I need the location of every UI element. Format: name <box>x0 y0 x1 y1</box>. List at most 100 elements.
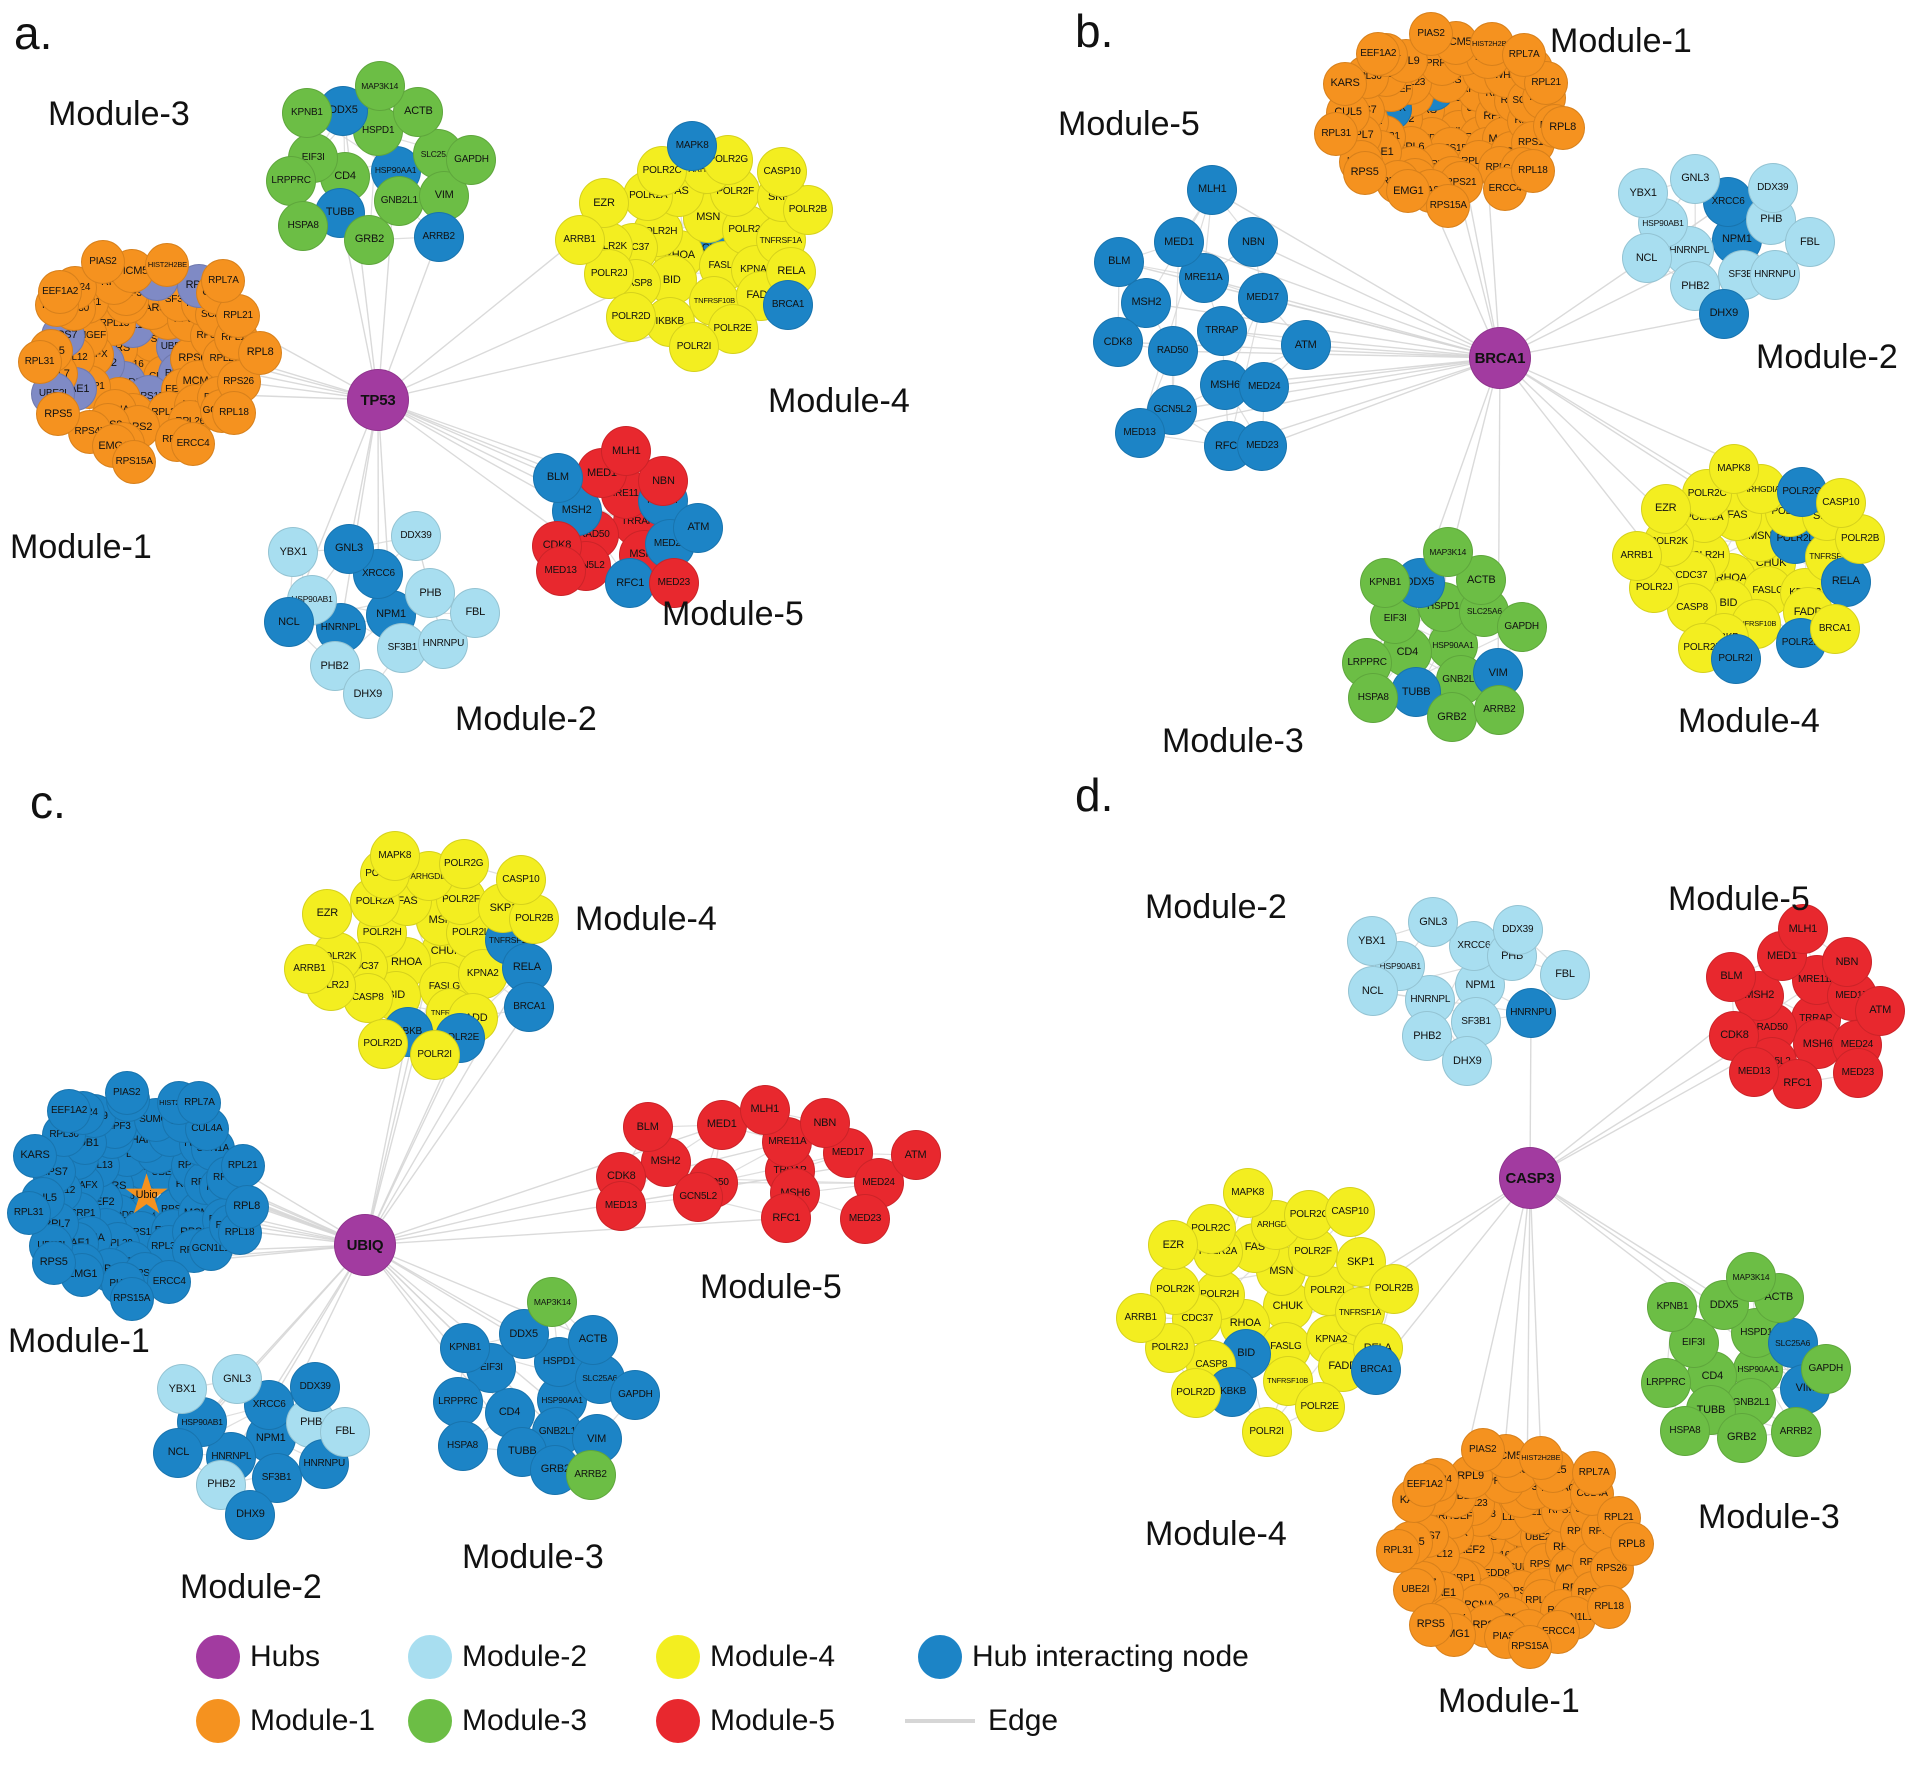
node-nbn: NBN <box>1821 937 1872 988</box>
node-xrcc6: XRCC6 <box>1703 176 1754 227</box>
node-fbl: FBL <box>1540 949 1591 1000</box>
legend-label: Hubs <box>250 1640 321 1673</box>
node-pias2: PIAS2 <box>1460 1428 1505 1473</box>
node-rpl18: RPL18 <box>1510 148 1555 193</box>
edge <box>1375 1177 1531 1371</box>
node-rpl8: RPL8 <box>224 1184 269 1229</box>
edge <box>339 399 379 629</box>
hub-node-brca1: BRCA1 <box>1469 327 1531 389</box>
node-polr2e: POLR2E <box>1294 1381 1345 1432</box>
module-label: Module-4 <box>768 382 910 420</box>
module-label: Module-5 <box>1668 880 1810 918</box>
node-kars: KARS <box>13 1133 57 1178</box>
node-kpnb1: KPNB1 <box>281 87 332 138</box>
module-label: Module-4 <box>1678 702 1820 740</box>
node-lrpprc: LRPPRC <box>1640 1358 1691 1409</box>
legend-label: Module-4 <box>710 1640 836 1673</box>
node-arrb2: ARRB2 <box>1474 684 1525 735</box>
node-med1: MED1 <box>1154 217 1205 268</box>
node-rfc1: RFC1 <box>761 1193 812 1244</box>
node-mlh1: MLH1 <box>739 1084 790 1135</box>
node-hist2h2be: HIST2H2BE <box>1518 1435 1563 1480</box>
module-label: Module-1 <box>1438 1682 1580 1720</box>
node-dhx9: DHX9 <box>1698 288 1749 339</box>
node-rpl8: RPL8 <box>238 330 283 375</box>
module-label: Module-3 <box>48 95 190 133</box>
node-rpl31: RPL31 <box>1314 111 1359 156</box>
node-rpl18: RPL18 <box>1587 1584 1632 1629</box>
node-ddx39: DDX39 <box>1747 162 1798 213</box>
node-hspa8: HSPA8 <box>1348 673 1399 724</box>
legend-swatch-module3 <box>408 1699 452 1743</box>
legend-label: Edge <box>988 1704 1059 1737</box>
node-atm: ATM <box>673 502 724 553</box>
legend-swatch-module4 <box>656 1635 700 1679</box>
node-arrb2: ARRB2 <box>413 211 464 262</box>
node-med17: MED17 <box>1237 272 1288 323</box>
panel-letter: d. <box>1075 769 1114 821</box>
node-map3k14: MAP3K14 <box>1725 1252 1776 1303</box>
node-rps5: RPS5 <box>31 1240 76 1285</box>
legend-swatch-module5 <box>656 1699 700 1743</box>
edge <box>1264 357 1501 388</box>
module-label: Module-1 <box>10 528 152 566</box>
node-rps26: RPS26 <box>1589 1547 1634 1592</box>
edge <box>1139 357 1501 434</box>
node-casp10: CASP10 <box>1815 478 1866 529</box>
node-hist2h2be: HIST2H2BE <box>145 243 190 287</box>
node-gcn5l2: GCN5L2 <box>1147 385 1198 436</box>
node-phb2: PHB2 <box>1670 261 1721 312</box>
node-eef1a2: EEF1A2 <box>38 269 83 314</box>
edge <box>364 1217 787 1246</box>
node-fbl: FBL <box>1784 217 1835 268</box>
node-rps5: RPS5 <box>1408 1602 1453 1647</box>
node-arrb1: ARRB1 <box>284 943 335 994</box>
panel-letter: b. <box>1075 5 1114 57</box>
node-lrpprc: LRPPRC <box>266 156 317 207</box>
node-grb2: GRB2 <box>344 214 395 265</box>
node-med13: MED13 <box>1114 408 1165 459</box>
node-gnl3: GNL3 <box>212 1354 263 1405</box>
node-nbn: NBN <box>799 1098 850 1149</box>
node-gapdh: GAPDH <box>1800 1344 1851 1394</box>
node-arrb2: ARRB2 <box>565 1450 616 1501</box>
legend-label: Module-5 <box>710 1704 836 1737</box>
node-mapk8: MAPK8 <box>1708 444 1759 495</box>
node-polr2g: POLR2G <box>438 838 489 889</box>
edge <box>1499 313 1724 359</box>
node-kars: KARS <box>1323 61 1368 106</box>
node-mlh1: MLH1 <box>1777 904 1828 955</box>
node-polr2i: POLR2I <box>409 1030 460 1081</box>
node-brca1: BRCA1 <box>504 982 555 1033</box>
node-atm: ATM <box>890 1130 941 1181</box>
module-label: Module-3 <box>1698 1498 1840 1536</box>
node-med13: MED13 <box>535 546 586 596</box>
node-med23: MED23 <box>648 557 699 608</box>
node-ezr: EZR <box>1640 483 1691 534</box>
module-label: Module-2 <box>180 1568 322 1606</box>
edge <box>364 1006 531 1246</box>
node-ddx39: DDX39 <box>1492 905 1543 956</box>
node-brca1: BRCA1 <box>1351 1344 1402 1395</box>
node-ercc4: ERCC4 <box>171 421 216 466</box>
node-fbl: FBL <box>320 1406 371 1457</box>
node-polr2d: POLR2D <box>1170 1367 1221 1418</box>
node-xrcc6: XRCC6 <box>353 549 404 600</box>
node-ybx1: YBX1 <box>157 1364 208 1415</box>
node-mapk8: MAPK8 <box>369 830 420 881</box>
node-polr2i: POLR2I <box>1241 1407 1292 1458</box>
node-rpl7a: RPL7A <box>201 259 246 304</box>
node-actb: ACTB <box>567 1314 618 1365</box>
node-ybx1: YBX1 <box>268 527 319 578</box>
node-ercc4: ERCC4 <box>147 1259 192 1304</box>
node-ezr: EZR <box>302 888 353 939</box>
legend-swatch-hub <box>196 1635 240 1679</box>
node-rfc1: RFC1 <box>605 558 656 609</box>
node-mlh1: MLH1 <box>1187 164 1238 215</box>
node-rad50: RAD50 <box>1147 326 1198 377</box>
node-phb: PHB <box>405 568 456 619</box>
node-gnl3: GNL3 <box>1670 153 1721 204</box>
node-polr2i: POLR2I <box>1710 633 1761 684</box>
panel-letter: c. <box>30 776 66 828</box>
